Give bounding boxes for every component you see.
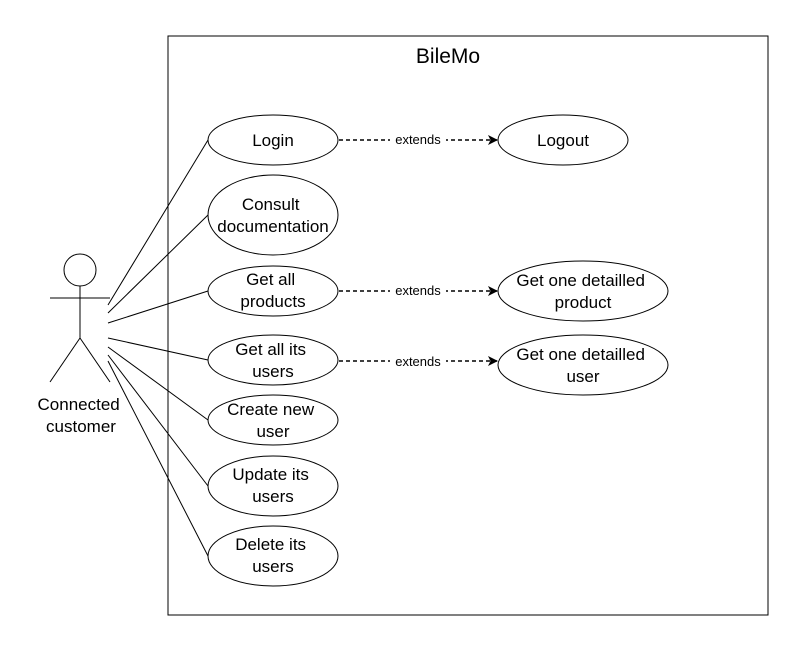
svg-text:Consult documentation: Consult documentation <box>217 195 329 236</box>
system-title: BileMo <box>416 45 480 68</box>
svg-text:Logout: Logout <box>537 131 589 150</box>
use-case-consult-documentation: Consult documentation <box>207 174 339 256</box>
association-delete-users <box>107 360 209 557</box>
svg-text:Login: Login <box>252 131 294 150</box>
svg-text:Get one detailled produc: Get one detailled product <box>516 271 649 312</box>
actor-figure <box>49 253 111 383</box>
svg-text:Update its users: Update its users <box>232 465 313 506</box>
actor-right-leg <box>79 337 111 383</box>
use-case-create-new-user: Create new user <box>207 394 339 446</box>
association-lines <box>107 139 209 557</box>
association-get-all-users <box>107 337 209 361</box>
association-update-users <box>107 354 209 487</box>
association-login <box>107 139 209 306</box>
use-case-get-all-products: Get all products <box>207 265 339 317</box>
use-case-get-one-user: Get one detailled user <box>497 334 669 396</box>
use-case-logout: Logout <box>497 114 629 166</box>
extend-label-product: extends <box>395 283 441 298</box>
extend-labels: extends extends extends <box>390 131 446 369</box>
svg-text:Get all products: Get all products <box>240 270 305 311</box>
association-consult-doc <box>107 214 209 314</box>
use-case-delete-users: Delete its users <box>207 525 339 587</box>
svg-text:Get all its users: Get all its users <box>235 340 311 381</box>
svg-text:Create new user: Create new user <box>227 400 319 441</box>
extend-label-logout: extends <box>395 132 441 147</box>
actor-label: Connected customer <box>38 395 125 436</box>
association-create-user <box>107 346 209 421</box>
svg-text:Delete its users: Delete its users <box>235 535 311 576</box>
use-case-get-one-product: Get one detailled product <box>497 260 669 322</box>
actor-head <box>63 253 97 287</box>
svg-text:Get one detailled user: Get one detailled user <box>516 345 649 386</box>
use-case-update-users: Update its users <box>207 455 339 517</box>
actor-left-leg <box>49 337 81 383</box>
extend-label-user: extends <box>395 354 441 369</box>
use-case-get-all-users: Get all its users <box>207 334 339 386</box>
association-get-all-products <box>107 290 209 324</box>
use-case-login: Login <box>207 114 339 166</box>
